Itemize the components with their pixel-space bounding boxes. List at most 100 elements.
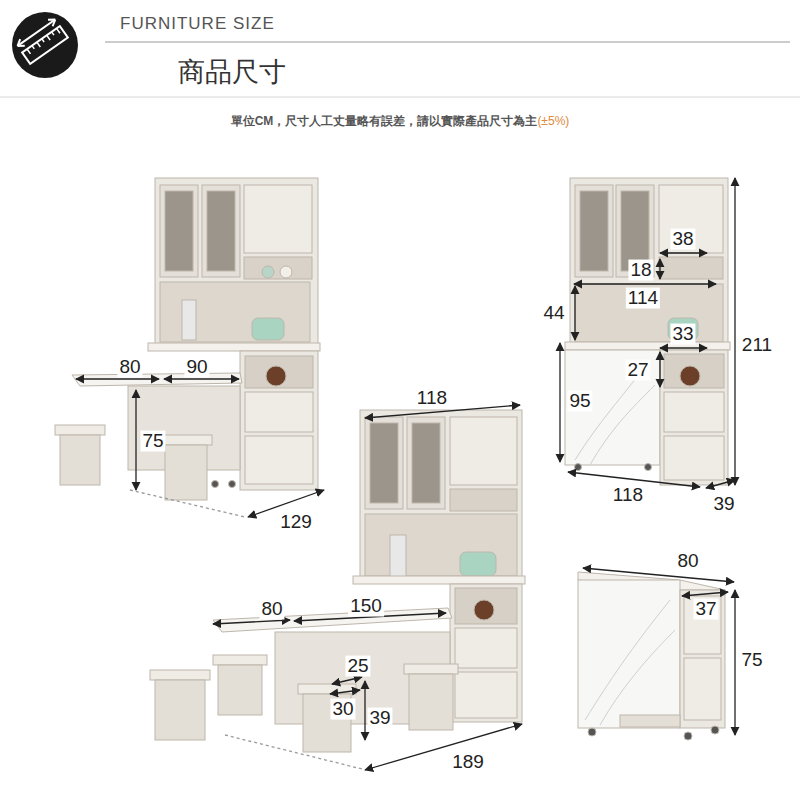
dimension-label: 27 bbox=[625, 360, 650, 381]
cabinet-figure-3-rect bbox=[150, 670, 210, 680]
dimension-lines-3-line bbox=[332, 677, 362, 684]
cabinet-figure-3-rect bbox=[450, 417, 517, 485]
dimension-label: 75 bbox=[739, 650, 764, 671]
dimension-lines-2-line bbox=[660, 347, 707, 348]
dimension-label: 80 bbox=[117, 357, 142, 378]
folded-table-figure-rect bbox=[684, 658, 721, 720]
folded-table-figure-rect bbox=[620, 715, 680, 727]
cabinet-figure-1-circle bbox=[266, 366, 286, 386]
dimension-label: 118 bbox=[611, 485, 645, 506]
cabinet-figure-1 bbox=[55, 178, 320, 500]
unit-note: 單位CM，尺寸人工丈量略有誤差，請以實際產品尺寸為主 bbox=[231, 114, 538, 130]
cabinet-figure-3-polygon bbox=[213, 608, 452, 632]
cabinet-figure-3-rect bbox=[370, 423, 398, 503]
cabinet-figure-1-rect bbox=[60, 435, 100, 485]
dimension-label: 18 bbox=[628, 260, 653, 281]
cabinet-figure-2-rect bbox=[565, 342, 730, 350]
dimension-lines-2-line bbox=[706, 480, 735, 488]
folded-table-figure-rect bbox=[578, 580, 680, 728]
dimension-label: 44 bbox=[541, 303, 566, 324]
cabinet-figure-1-rect bbox=[244, 185, 312, 253]
cabinet-figure-1-polygon bbox=[72, 373, 242, 386]
dimension-lines-1-line bbox=[164, 378, 239, 379]
dimension-lines-2-line bbox=[659, 259, 660, 279]
cabinet-figure-1-rect bbox=[207, 191, 235, 271]
cabinet-figure-3-rect bbox=[365, 514, 517, 576]
dimension-lines-2 bbox=[560, 178, 735, 488]
dimension-label: 37 bbox=[693, 599, 718, 620]
dimension-label: 150 bbox=[348, 596, 384, 617]
dimension-label: 80 bbox=[259, 599, 284, 620]
cabinet-figure-3-rect bbox=[450, 489, 517, 511]
cabinet-figure-3-rect bbox=[404, 664, 458, 674]
cabinet-figure-3-circle bbox=[474, 600, 494, 620]
dimension-lines-3-line bbox=[364, 681, 365, 740]
header-line bbox=[0, 97, 800, 98]
cabinet-figure-2-rect bbox=[659, 185, 723, 253]
folded-table-figure-rect bbox=[680, 590, 725, 728]
dimension-label: 211 bbox=[740, 335, 774, 356]
cabinet-figure-2-rect bbox=[664, 436, 724, 480]
dimension-lines-3-line bbox=[225, 735, 362, 769]
cabinet-figure-3-rect bbox=[412, 423, 440, 503]
title: 商品尺寸 bbox=[178, 58, 286, 88]
header bbox=[0, 12, 800, 97]
cabinet-figure-3-rect bbox=[360, 410, 522, 578]
cabinet-figure-3-rect bbox=[455, 588, 517, 624]
header-g-path bbox=[18, 20, 56, 46]
cabinet-figure-2-rect bbox=[580, 191, 608, 271]
cabinet-figure-3-rect bbox=[218, 665, 262, 715]
cabinet-figure-3-rect bbox=[298, 684, 356, 694]
dimension-lines-1-line bbox=[135, 390, 136, 490]
dimension-label: 189 bbox=[450, 752, 486, 773]
cabinet-figure-1-rect bbox=[160, 185, 198, 277]
dimension-lines-2-line bbox=[659, 352, 660, 387]
header-label: FURNITURE SIZE bbox=[120, 15, 275, 34]
dimension-lines-3-line bbox=[213, 620, 290, 624]
dimension-label: 38 bbox=[670, 229, 695, 250]
cabinet-figure-1-rect bbox=[244, 257, 312, 279]
dimension-label: 25 bbox=[345, 656, 370, 677]
folded-table-figure-rect bbox=[684, 596, 721, 654]
cabinet-figure-1-circle bbox=[262, 266, 274, 278]
cabinet-figure-1-rect bbox=[155, 178, 318, 346]
dimension-lines-2-line bbox=[574, 283, 716, 284]
cabinet-figure-3-rect bbox=[213, 655, 267, 665]
dimension-label: 80 bbox=[675, 551, 700, 572]
header-line bbox=[105, 42, 790, 43]
cabinet-figure-3-rect bbox=[407, 417, 445, 509]
folded-table-figure-circle bbox=[588, 728, 596, 736]
dimension-label: 30 bbox=[330, 699, 355, 720]
dimension-label: 114 bbox=[626, 288, 660, 309]
cabinet-figure-2-rect bbox=[570, 178, 728, 346]
cabinet-figure-2-path bbox=[575, 360, 655, 465]
cabinet-figure-3-rect bbox=[450, 584, 522, 722]
cabinet-figure-2-rect bbox=[575, 284, 723, 342]
cabinet-figure-1-rect bbox=[165, 445, 207, 500]
cabinet-figure-3-rect bbox=[409, 674, 453, 730]
dimension-label: 129 bbox=[278, 512, 314, 533]
dimension-lines-2-line bbox=[660, 252, 707, 253]
dimension-lines-3-line bbox=[365, 724, 522, 770]
dimension-lines-3-line bbox=[330, 690, 360, 694]
header-g bbox=[15, 16, 68, 64]
cabinet-figure-1-rect bbox=[202, 185, 240, 277]
cabinet-figure-3-rect bbox=[353, 576, 525, 584]
cabinet-figure-1-circle bbox=[280, 266, 292, 278]
cabinet-figure-1-rect bbox=[160, 435, 212, 445]
folded-table-figure-circle bbox=[684, 732, 692, 740]
dimension-lines-1-line bbox=[76, 378, 159, 379]
cabinet-figure-1-rect bbox=[165, 191, 193, 271]
dimension-lines-4-line bbox=[583, 568, 734, 582]
dimension-lines-1 bbox=[76, 379, 324, 517]
cabinet-figure-3-rect bbox=[455, 628, 517, 668]
cabinet-figure-2-rect bbox=[664, 392, 724, 432]
dimension-lines-3 bbox=[213, 405, 522, 770]
folded-table-figure-path bbox=[585, 600, 675, 725]
dimension-lines-4-line bbox=[734, 590, 735, 735]
cabinet-figure-1-rect bbox=[160, 282, 310, 342]
dimension-lines-2-line bbox=[734, 178, 735, 485]
note-row: 單位CM，尺寸人工丈量略有誤差，請以實際產品尺寸為主(±5%) bbox=[0, 114, 800, 130]
cabinet-figure-2 bbox=[565, 178, 730, 485]
